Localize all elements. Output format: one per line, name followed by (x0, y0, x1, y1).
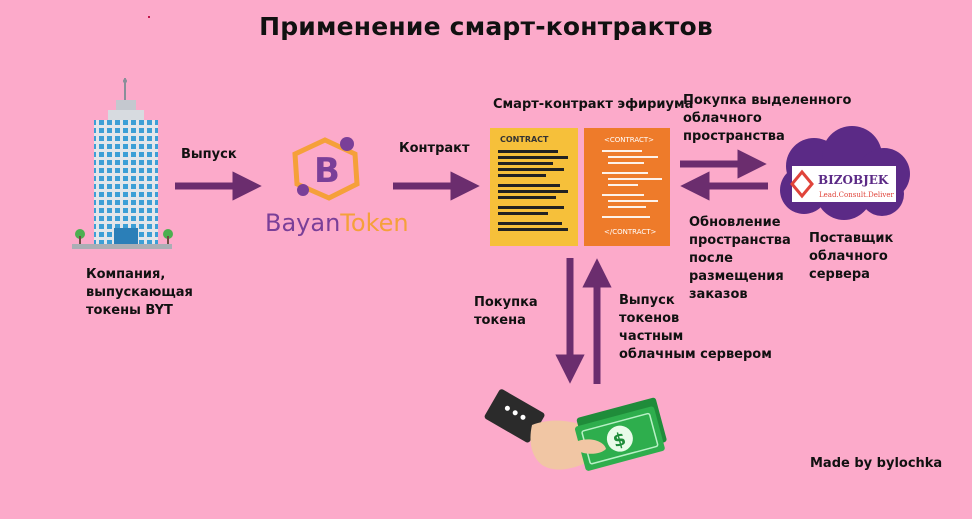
svg-text:Lead.Consult.Deliver: Lead.Consult.Deliver (819, 191, 894, 199)
svg-text:CONTRACT: CONTRACT (500, 135, 549, 144)
svg-text:$: $ (611, 429, 629, 453)
bayantoken-logo-icon: B (292, 137, 360, 201)
label-issue: Выпуск (181, 147, 237, 162)
svg-text:B: B (314, 151, 340, 191)
credit-text: Made by bylochka (810, 456, 943, 471)
hand-with-money-icon: $ (484, 389, 667, 471)
label-issue-tokens: Выпуск токенов частным облачным сервером (619, 293, 772, 362)
office-building-icon (72, 78, 173, 249)
smart-contract-heading: Смарт-контракт эфириума (493, 97, 694, 112)
bayantoken-wordmark: BayanToken (265, 209, 409, 237)
page-title: Применение смарт-контрактов (259, 12, 713, 41)
bizobjek-cloud-logo-icon: BIZOBJEK Lead.Consult.Deliver (780, 126, 910, 220)
label-update-space: Обновление пространства после размещения… (689, 215, 791, 302)
svg-text:BIZOBJEK: BIZOBJEK (818, 173, 889, 187)
decorative-dot (148, 16, 150, 18)
label-purchase-space: Покупка выделенного облачного пространст… (683, 93, 852, 144)
company-caption: Компания, выпускающая токены BYT (86, 267, 193, 318)
contract-document-icon: CONTRACT <CONTRACT> </CONTRACT> (490, 128, 670, 246)
label-buy-token: Покупка токена (474, 295, 538, 328)
svg-text:</CONTRACT>: </CONTRACT> (604, 228, 657, 236)
provider-caption: Поставщик облачного сервера (809, 231, 894, 282)
svg-text:<CONTRACT>: <CONTRACT> (604, 136, 654, 144)
label-contract: Контракт (399, 141, 470, 156)
